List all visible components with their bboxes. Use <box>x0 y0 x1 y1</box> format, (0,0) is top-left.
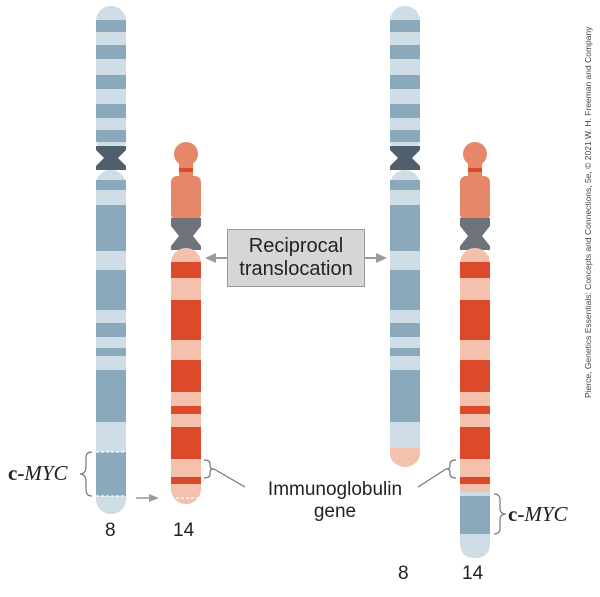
ig-leader-left <box>213 468 246 488</box>
cmyc-name: MYC <box>24 461 68 485</box>
cmyc-brace-left <box>79 451 93 497</box>
cmyc-label-right: c-MYC <box>508 502 568 527</box>
ig-leader-right <box>417 468 447 488</box>
cmyc-label-left: c-MYC <box>8 461 68 486</box>
chromosome-8-before <box>96 6 126 514</box>
chromosome-8-label-before: 8 <box>105 520 116 541</box>
chromosome-14-label-after: 14 <box>462 563 484 584</box>
cmyc-name: MYC <box>524 502 568 526</box>
brackets <box>79 451 507 535</box>
chromosome-8-label-after: 8 <box>398 563 409 584</box>
translocation-line-1: Reciprocal <box>248 235 344 257</box>
immunoglobulin-line-2: gene <box>313 501 357 522</box>
chromosome-14-label-before: 14 <box>173 520 195 541</box>
cmyc-brace-right <box>493 493 507 535</box>
reciprocal-translocation-label: Reciprocal translocation <box>227 229 365 287</box>
cmyc-prefix: c- <box>508 502 525 526</box>
immunoglobulin-line-1: Immunoglobulin <box>267 479 403 500</box>
copyright-credit: Pierce, Genetics Essentials: Concepts an… <box>583 26 593 398</box>
chromosome-14-before <box>171 142 201 504</box>
translocation-arrows <box>136 253 387 502</box>
ig-brace-left <box>203 459 215 479</box>
cmyc-prefix: c- <box>8 461 25 485</box>
immunoglobulin-gene-label: Immunoglobulin gene <box>240 479 430 523</box>
translocation-line-2: translocation <box>239 258 353 280</box>
chromosome-14-after <box>460 142 490 558</box>
ig-brace-right <box>445 459 457 479</box>
chromosome-8-after <box>390 6 420 467</box>
